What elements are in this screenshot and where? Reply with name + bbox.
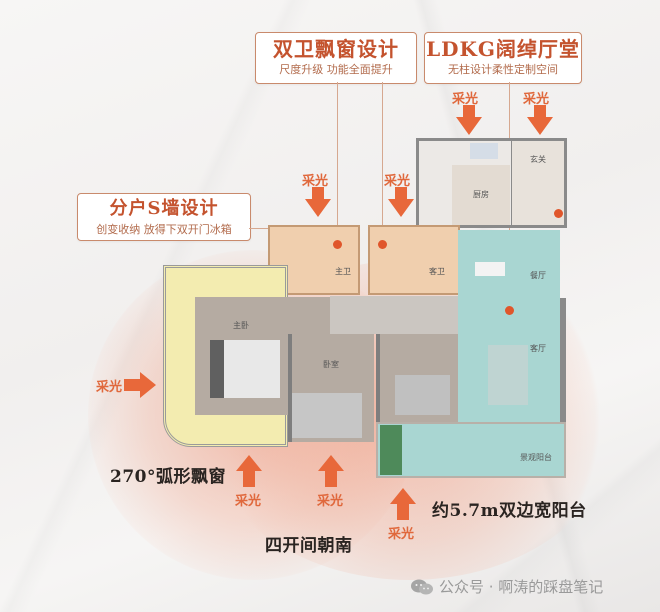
label-entrance: 玄关 — [530, 155, 546, 164]
rug — [488, 345, 528, 405]
room-guest-bath — [368, 225, 460, 295]
callout-double-bathroom: 双卫飘窗设计 尺度升级 功能全面提升 — [255, 32, 417, 84]
label-bedroom: 卧室 — [323, 360, 339, 369]
watermark: 公众号 · 啊涛的踩盘笔记 — [410, 576, 603, 597]
light-label: 采光 — [96, 380, 123, 395]
hallway — [330, 296, 460, 334]
arrow-down-icon — [305, 187, 331, 217]
kitchen-floor — [452, 165, 510, 225]
label-master-bath: 主卫 — [335, 267, 351, 276]
dining-table — [475, 262, 505, 276]
callout-title: LDKG阔绰厅堂 — [426, 37, 580, 61]
highlight-south-facing: 四开间朝南 — [265, 536, 353, 556]
marker-dot — [333, 240, 342, 249]
light-label: 采光 — [452, 92, 479, 107]
marker-dot — [554, 209, 563, 218]
arrow-up-icon — [318, 455, 344, 487]
light-label: 采光 — [523, 92, 550, 107]
leader-line — [249, 228, 269, 229]
bedroom-bay — [292, 393, 362, 438]
callout-subtitle: 尺度升级 功能全面提升 — [279, 63, 393, 76]
label-master-bedroom: 主卧 — [233, 321, 249, 330]
callout-title: 双卫飘窗设计 — [273, 37, 399, 61]
arrow-down-icon — [388, 187, 414, 217]
label-kitchen: 厨房 — [473, 190, 489, 199]
leader-line — [382, 82, 383, 240]
wechat-icon — [411, 579, 433, 594]
light-label: 采光 — [388, 527, 415, 542]
callout-ldkg: LDKG阔绰厅堂 无柱设计柔性定制空间 — [424, 32, 582, 84]
leader-line — [337, 82, 338, 240]
callout-s-wall: 分户S墙设计 创变收纳 放得下双开门冰箱 — [77, 193, 251, 241]
callout-subtitle: 无柱设计柔性定制空间 — [448, 63, 558, 76]
arrow-up-icon — [390, 488, 416, 520]
light-label: 采光 — [317, 494, 344, 509]
light-label: 采光 — [302, 174, 329, 189]
bedroom-3-bay — [395, 375, 450, 415]
marker-dot — [505, 306, 514, 315]
watermark-text: 公众号 · 啊涛的踩盘笔记 — [439, 578, 604, 596]
arrow-up-icon — [236, 455, 262, 487]
cooktop — [470, 143, 498, 159]
room-view-balcony — [376, 422, 566, 478]
label-dining: 餐厅 — [530, 271, 546, 280]
marker-dot — [378, 240, 387, 249]
arrow-down-icon — [456, 105, 482, 135]
label-view-balcony: 景观阳台 — [520, 453, 552, 462]
light-label: 采光 — [235, 494, 262, 509]
wall — [560, 298, 566, 433]
arrow-down-icon — [527, 105, 553, 135]
label-guest-bath: 客卫 — [429, 267, 445, 276]
arrow-right-icon — [124, 372, 156, 398]
light-label: 采光 — [384, 174, 411, 189]
bed — [210, 340, 280, 398]
highlight-bay-window: 270°弧形飘窗 — [110, 467, 226, 487]
label-living: 客厅 — [530, 344, 546, 353]
highlight-balcony: 约5.7m双边宽阳台 — [432, 501, 587, 521]
callout-subtitle: 创变收纳 放得下双开门冰箱 — [96, 223, 232, 236]
plants — [380, 425, 402, 475]
callout-title: 分户S墙设计 — [109, 198, 219, 219]
